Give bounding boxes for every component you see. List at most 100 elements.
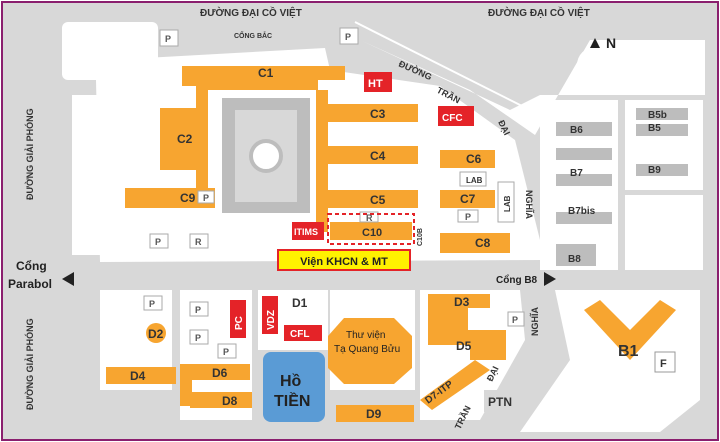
label-library-1: Thư viện <box>346 330 386 341</box>
label-b5b: B5b <box>648 110 667 121</box>
road-bottom-nghia: NGHĨA <box>530 307 540 337</box>
parking-label: P <box>203 193 209 203</box>
lab1-shape <box>459 171 487 187</box>
parking-box <box>143 295 163 311</box>
parking-box <box>457 209 479 223</box>
ptn-shape <box>484 390 516 412</box>
label-d1: D1 <box>292 296 308 310</box>
d2-shape <box>146 323 166 343</box>
d6-shape <box>180 364 250 380</box>
cfc-shape <box>438 106 474 126</box>
gate-b8: Cổng B8 <box>496 274 538 286</box>
c10-highlight-frame <box>327 213 415 245</box>
label-cfl: CFL <box>290 329 309 340</box>
main-road <box>60 272 560 286</box>
label-lab1: LAB <box>466 176 483 185</box>
itims-shape <box>292 222 324 240</box>
lake-shape <box>263 352 325 422</box>
gate-parabol-1: Cổng <box>16 259 47 273</box>
label-c3: C3 <box>370 107 386 121</box>
label-c10b: C10B <box>417 228 424 246</box>
b5b-shape <box>636 108 688 120</box>
c-link-west <box>196 80 208 190</box>
pc-shape <box>230 300 246 338</box>
d8-link <box>180 364 192 406</box>
b5-shape <box>636 124 688 136</box>
b1-shape <box>584 300 676 360</box>
c6-shape <box>440 150 495 168</box>
compass-north: N <box>606 35 616 51</box>
label-c4: C4 <box>370 149 386 163</box>
label-d4: D4 <box>130 369 146 383</box>
label-ht: HT <box>368 78 383 90</box>
label-pc: PC <box>234 316 245 330</box>
lab2-shape <box>497 181 515 223</box>
block-b-east-bottom <box>625 195 703 270</box>
d3-d5-shape <box>428 294 506 360</box>
c9-shape <box>125 188 215 208</box>
parking-box <box>189 233 209 249</box>
highlight-banner[interactable] <box>277 249 411 271</box>
label-b8: B8 <box>568 254 581 265</box>
cfl-shape <box>284 325 322 341</box>
label-b7bis: B7bis <box>568 206 596 217</box>
b9-shape <box>636 164 688 176</box>
road-top-right: ĐƯỜNG ĐẠI CỒ VIỆT <box>488 6 590 19</box>
parking-label: P <box>165 34 171 44</box>
building-labels: C1 C2 C3 C4 C5 C6 C7 C8 C9 C10 C10B HT C… <box>130 66 667 421</box>
road-top-left: ĐƯỜNG ĐẠI CỒ VIỆT <box>200 6 302 19</box>
c7-shape <box>440 190 495 208</box>
label-c7: C7 <box>460 192 476 206</box>
parking-box <box>159 29 179 47</box>
highlight-label: Viện KHCN & MT <box>300 256 388 268</box>
b7bis-shape <box>556 212 612 224</box>
label-c5: C5 <box>370 193 386 207</box>
label-f: F <box>660 358 667 370</box>
label-vdz: VDZ <box>266 310 277 330</box>
label-d5: D5 <box>456 339 472 353</box>
d7-shape <box>420 360 490 410</box>
label-d2: D2 <box>148 327 164 341</box>
vdz-shape <box>262 296 278 334</box>
label-d3: D3 <box>454 295 470 309</box>
b7-shape <box>556 174 612 186</box>
c5-shape <box>316 190 418 208</box>
label-c9: C9 <box>180 191 196 205</box>
fountain <box>249 139 283 173</box>
label-c2: C2 <box>177 132 193 146</box>
parking-label: P <box>195 305 201 315</box>
ht-shape <box>364 72 392 92</box>
block-ne <box>360 40 705 135</box>
parking-box <box>359 211 379 223</box>
label-d6: D6 <box>212 366 228 380</box>
label-c8: C8 <box>475 236 491 250</box>
roundabout <box>577 47 613 83</box>
label-b1: B1 <box>618 343 639 360</box>
label-itims: ITIMS <box>294 227 318 237</box>
parking-box <box>189 301 209 317</box>
c10-shape <box>330 222 412 240</box>
road-tdn-4: NGHĨA <box>524 190 534 220</box>
c1-shape <box>182 66 345 90</box>
label-b9: B9 <box>648 165 661 176</box>
parking-box <box>189 329 209 345</box>
label-b7: B7 <box>570 168 583 179</box>
parking-box <box>197 190 215 204</box>
label-cfc: CFC <box>442 113 463 124</box>
parking-box <box>217 343 237 359</box>
label-c10: C10 <box>362 227 382 239</box>
block-sw <box>105 205 215 260</box>
parking-label: R <box>366 213 373 223</box>
road-left-bottom: ĐƯỜNG GIẢI PHÓNG <box>24 318 35 410</box>
label-b5: B5 <box>648 123 661 134</box>
label-lake-1: Hồ <box>280 373 302 390</box>
parking-label: P <box>465 212 471 222</box>
b6-shape <box>556 122 612 136</box>
parking-label: P <box>195 333 201 343</box>
label-b6: B6 <box>570 125 583 136</box>
c4-shape <box>316 146 418 164</box>
d4-shape <box>106 367 176 384</box>
c8-shape <box>440 233 510 253</box>
